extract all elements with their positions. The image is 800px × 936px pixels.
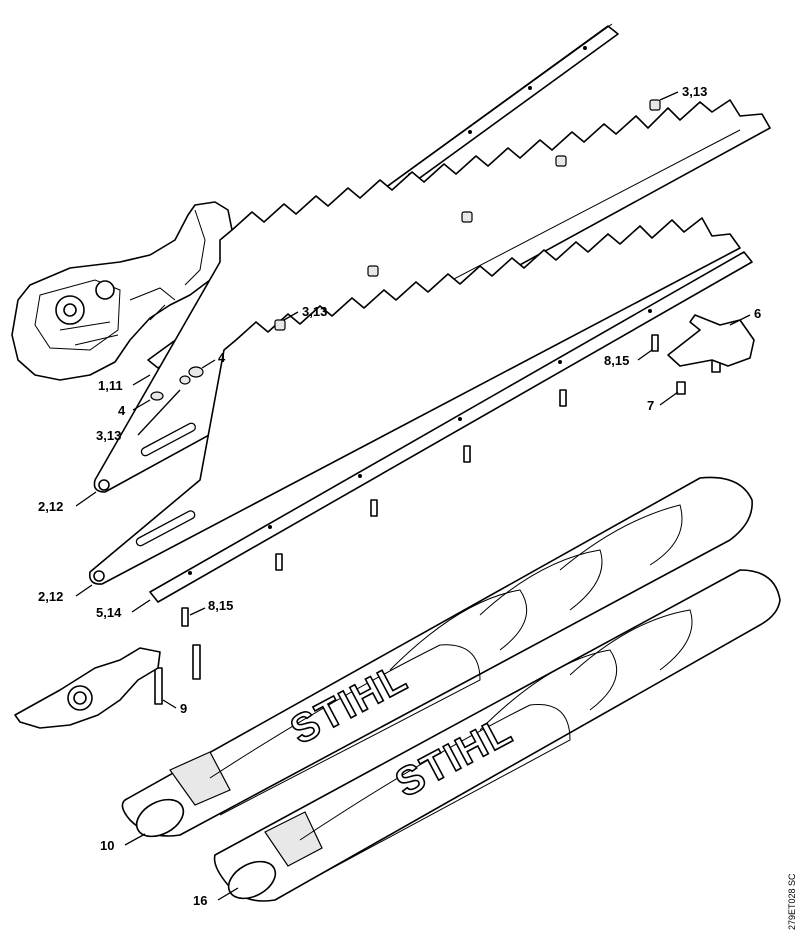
callout-10: 10 — [100, 838, 114, 853]
callout-8-15-bottom: 8,15 — [208, 598, 233, 613]
callout-3-13-top: 3,13 — [682, 84, 707, 99]
callout-8-15-top: 8,15 — [604, 353, 629, 368]
blade-screws — [154, 334, 721, 705]
cutter-blade-lower — [88, 217, 741, 585]
callout-3-13-mid: 3,13 — [302, 304, 327, 319]
callout-6: 6 — [754, 306, 761, 321]
callout-3-13-left: 3,13 — [96, 428, 121, 443]
cover-plate — [667, 314, 755, 367]
plate-holes — [188, 309, 652, 575]
callout-labels: 3,13 3,13 4 1,11 4 3,13 6 8,15 7 2,12 2,… — [38, 84, 761, 908]
gearbox-housing — [11, 201, 233, 381]
callout-leaders — [75, 91, 751, 901]
callout-2-12-bottom: 2,12 — [38, 589, 63, 604]
callout-4-left: 4 — [118, 403, 126, 418]
spacer-sleeves — [150, 99, 661, 401]
callout-4-right: 4 — [218, 350, 226, 365]
document-code: 279ET028 SC — [787, 873, 797, 930]
gear-base-plate — [14, 647, 161, 729]
callout-2-12-top: 2,12 — [38, 499, 63, 514]
callout-5-14: 5,14 — [96, 605, 122, 620]
guide-plate — [149, 251, 753, 603]
callout-7: 7 — [647, 398, 654, 413]
callout-9: 9 — [180, 701, 187, 716]
callout-1-11: 1,11 — [98, 378, 123, 393]
callout-16: 16 — [193, 893, 207, 908]
